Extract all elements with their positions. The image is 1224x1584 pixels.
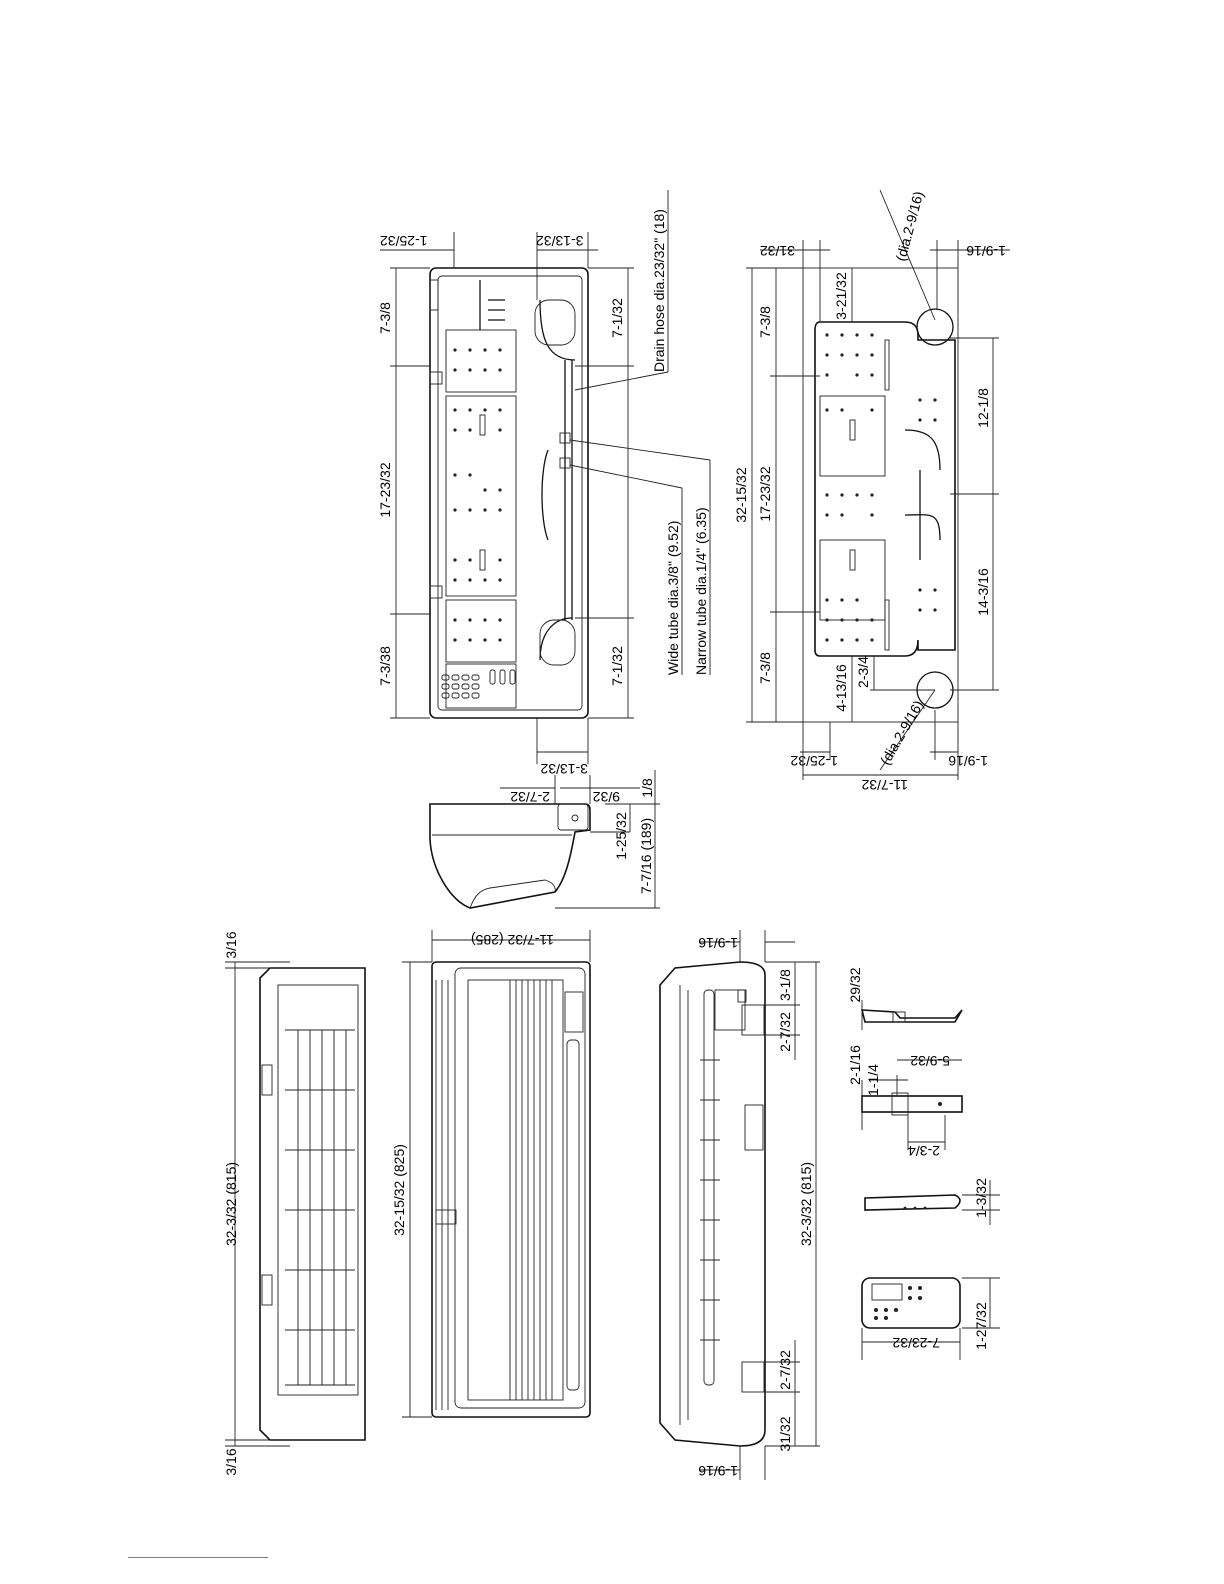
dim-plate-left-7-3-8-b: 7-3/8 [757,652,773,684]
rear-view-outline [259,967,366,1441]
dim-plate-top-31-32: 31/32 [760,243,795,259]
dim-remote-7-23-32: 7-23/32 [892,1335,940,1351]
dim-plate-top-1-9-16: 1-9/16 [966,243,1006,259]
top-view: 1-25/32 3-13/32 7-3/8 17-23/32 7-3/38 7-… [377,190,711,777]
dim-top-view-top-left-b: 3-13/32 [536,233,584,249]
dim-holder-29-32: 29/32 [847,967,863,1002]
dim-holder-2-1-16: 2-1/16 [847,1045,863,1085]
dim-plate-dia-bottom: (dia.2-9/16) [877,697,927,767]
callout-drain-hose: Drain hose dia.23/32" (18) [651,209,667,372]
dim-side-1-25-32: 1-25/32 [613,812,629,860]
dim-bottom-2-7-32-top: 2-7/32 [777,1012,793,1052]
front-view-outline [431,961,591,1418]
dim-plate-2-3-4: 2-3/4 [855,656,871,688]
dim-top-view-bottom-b: 3-13/32 [540,761,588,777]
dim-plate-right-14-3-16: 14-3/16 [975,568,991,616]
dim-plate-right-12-1-8: 12-1/8 [975,388,991,428]
dim-front-depth: 11-7/32 (285) [471,932,554,948]
dim-plate-dia-top: (dia.2-9/16) [892,189,926,262]
dim-top-view-left-1: 7-3/8 [377,302,393,334]
dim-bottom-top-1-9-16: 1-9/16 [698,935,738,951]
remote-side-outline [864,1194,961,1211]
dim-side-9-32: 9/32 [593,789,620,805]
rear-view: 3/16 32-3/32 (815) 3/16 [223,931,366,1476]
dim-top-view-left-2: 17-23/32 [377,462,393,517]
dim-bottom-bottom-1-9-16: 1-9/16 [698,1463,738,1479]
footnote-separator [128,1557,268,1558]
wall-outline [802,267,959,723]
callout-wide-tube: Wide tube dia.3/8" (9.52) [665,521,681,675]
holder-side-outline [860,1009,963,1023]
dim-plate-bottom-11-7-32: 11-7/32 [861,777,908,793]
dim-remote-1-27-32: 1-27/32 [973,1302,989,1350]
dim-bottom-2-7-32-bottom: 2-7/32 [777,1350,793,1390]
pipe-hole-top [916,308,954,346]
dim-holder-2-3-4: 2-3/4 [908,1143,940,1159]
dim-plate-bottom-1-9-16: 1-9/16 [948,753,988,769]
dim-top-view-top-left-a: 1-25/32 [380,233,428,249]
front-view: 11-7/32 (285) 32-15/32 (825) [391,930,591,1418]
dim-holder-1-1-4: 1-1/4 [865,1064,881,1096]
top-view-outline [429,267,589,719]
dim-top-view-right-top: 7-1/32 [609,298,625,338]
holder-front-outline [861,1095,963,1113]
side-view: 2-7/32 9/32 1/8 1-25/32 7-7/16 (189) [429,770,660,909]
dim-side-2-7-32: 2-7/32 [510,789,550,805]
dim-plate-mid: 17-23/32 [757,466,773,521]
dim-bottom-31-32: 31/32 [777,1416,793,1451]
mounting-plate-view: 31/32 1-9/16 (dia.2-9/16) 3-21/32 7-3/8 … [733,189,1010,793]
dim-front-length: 32-15/32 (825) [391,1144,407,1236]
dim-top-view-right-bottom: 7-1/32 [609,646,625,686]
dim-rear-top: 3/16 [223,931,239,958]
remote-control-view: 1-3/32 1-27/32 7-23/32 [861,1178,1000,1360]
dim-rear-length: 32-3/32 (815) [223,1162,239,1246]
remote-holder-view: 29/32 2-1/16 1-1/4 5-9/32 2-3/4 [847,967,963,1159]
dim-plate-4-13-16: 4-13/16 [833,664,849,712]
remote-front-outline [861,1277,961,1329]
bottom-view: 1-9/16 3-1/8 2-7/32 32-3/32 (815) 2-7/32… [659,930,820,1480]
callout-narrow-tube: Narrow tube dia.1/4" (6.35) [693,507,709,675]
dim-plate-overall: 32-15/32 [733,467,749,522]
dim-rear-bottom: 3/16 [223,1448,239,1475]
dim-bottom-3-1-8: 3-1/8 [777,969,793,1001]
bottom-view-outline [659,961,766,1447]
dim-plate-3-21-32: 3-21/32 [833,272,849,320]
side-view-outline [429,803,591,909]
dim-bottom-length: 32-3/32 (815) [798,1162,814,1246]
dim-side-1-8: 1/8 [639,778,655,798]
dim-plate-left-7-3-8-a: 7-3/8 [757,306,773,338]
dim-side-7-7-16: 7-7/16 (189) [638,818,654,894]
dim-top-view-left-3: 7-3/38 [377,646,393,686]
dim-holder-5-9-32: 5-9/32 [910,1053,950,1069]
dim-remote-1-3-32: 1-3/32 [973,1178,989,1218]
dim-plate-bottom-1-25-32: 1-25/32 [790,753,838,769]
